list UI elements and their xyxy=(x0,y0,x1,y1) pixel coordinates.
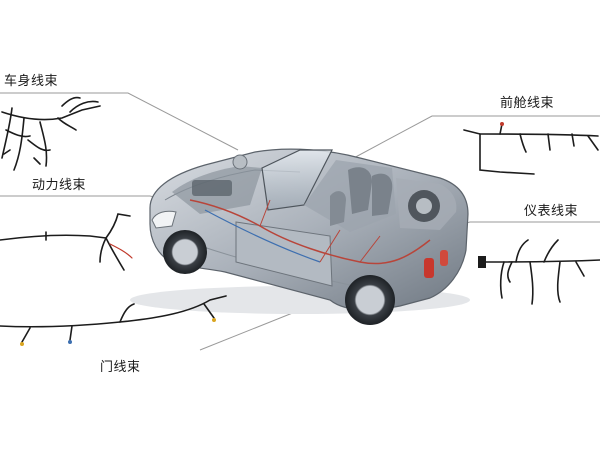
power-harness-graphic xyxy=(0,213,133,271)
car-illustration xyxy=(130,148,470,325)
label-power-harness: 动力线束 xyxy=(32,178,87,193)
leader-front xyxy=(349,115,600,161)
front-wheel xyxy=(163,230,207,274)
door-harness-graphic xyxy=(0,295,227,346)
label-door-harness: 门线束 xyxy=(100,360,141,375)
leader-lines xyxy=(0,92,600,351)
leader-body xyxy=(0,92,239,151)
label-front-cabin-harness: 前舱线束 xyxy=(500,96,555,111)
body-harness-graphic xyxy=(1,96,101,171)
label-body-harness: 车身线束 xyxy=(4,74,59,89)
front-cabin-harness-graphic xyxy=(463,122,599,175)
label-dashboard-harness: 仪表线束 xyxy=(524,204,579,219)
dashboard-harness-graphic xyxy=(478,239,600,305)
rear-wheel xyxy=(345,275,395,325)
